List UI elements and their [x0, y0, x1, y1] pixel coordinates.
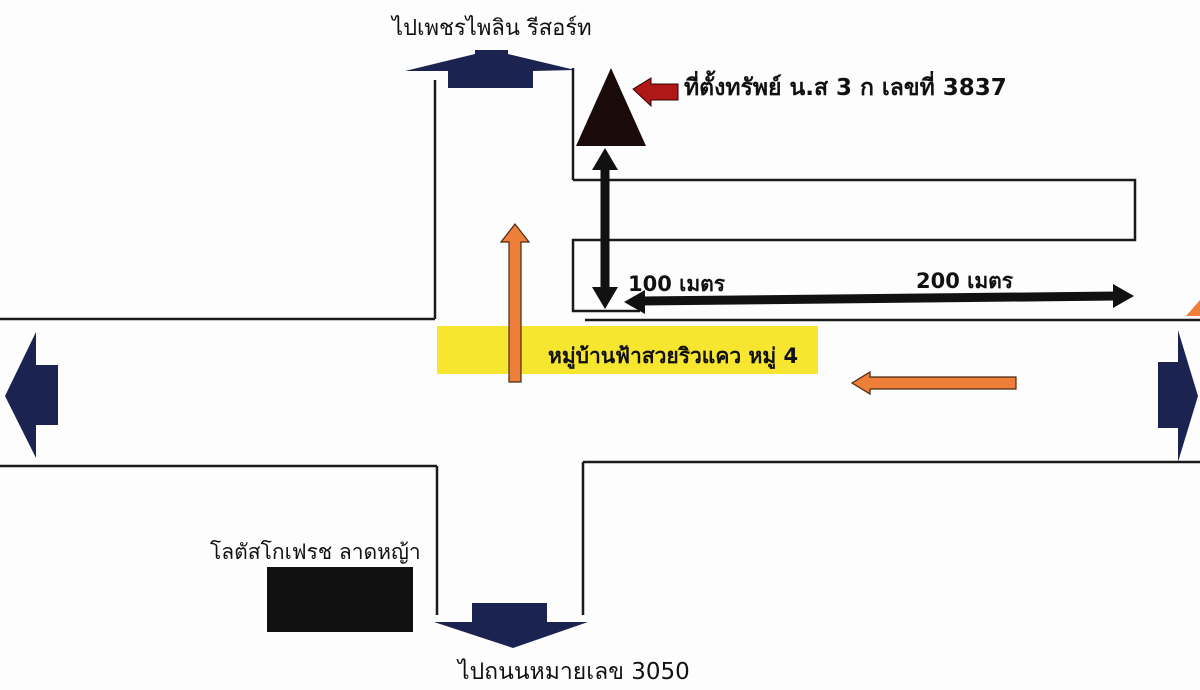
traffic-arrow-edge-icon: [1186, 300, 1200, 316]
north-destination-label: ไปเพชรไพลิน รีสอร์ท: [392, 16, 592, 41]
village-label: หมู่บ้านฟ้าสวยริวแคว หมู่ 4: [548, 344, 799, 368]
distance-arrow-horizontal-head-left: [624, 290, 645, 314]
distance-arrow-vertical: [592, 148, 618, 309]
distance-horizontal-label: 200 เมตร: [916, 269, 1014, 293]
traffic-arrow-icon: [499, 223, 531, 383]
direction-arrow-east-icon: [1158, 330, 1198, 462]
road-network: [0, 68, 1200, 615]
distance-vertical-label: 100 เมตร: [628, 272, 726, 296]
direction-arrow-south-icon: [434, 603, 588, 648]
distance-arrow-vertical-head-top: [592, 148, 618, 170]
pointer-arrow-icon: [632, 77, 679, 108]
distance-arrow-horizontal-shaft: [639, 291, 1119, 306]
side-lane-upper: [571, 178, 1137, 313]
south-destination-label: ไปถนนหมายเลข 3050: [458, 659, 690, 685]
traffic-arrow-west-icon: [850, 370, 1017, 396]
direction-arrow-west-icon: [5, 332, 58, 458]
distance-arrow-vertical-head-bottom: [592, 287, 618, 309]
property-location-label: ที่ตั้งทรัพย์ น.ส 3 ก เลขที่ 3837: [684, 75, 1007, 101]
landmark-block-icon: [267, 567, 413, 632]
direction-arrow-north-icon: [405, 50, 575, 88]
village-highlight: [437, 326, 818, 374]
distance-arrow-horizontal-head-right: [1113, 284, 1134, 308]
distance-arrow-horizontal: [624, 284, 1134, 314]
landmark-label: โลตัสโกเฟรช ลาดหญ้า: [210, 540, 421, 564]
property-marker-icon: [576, 68, 646, 146]
